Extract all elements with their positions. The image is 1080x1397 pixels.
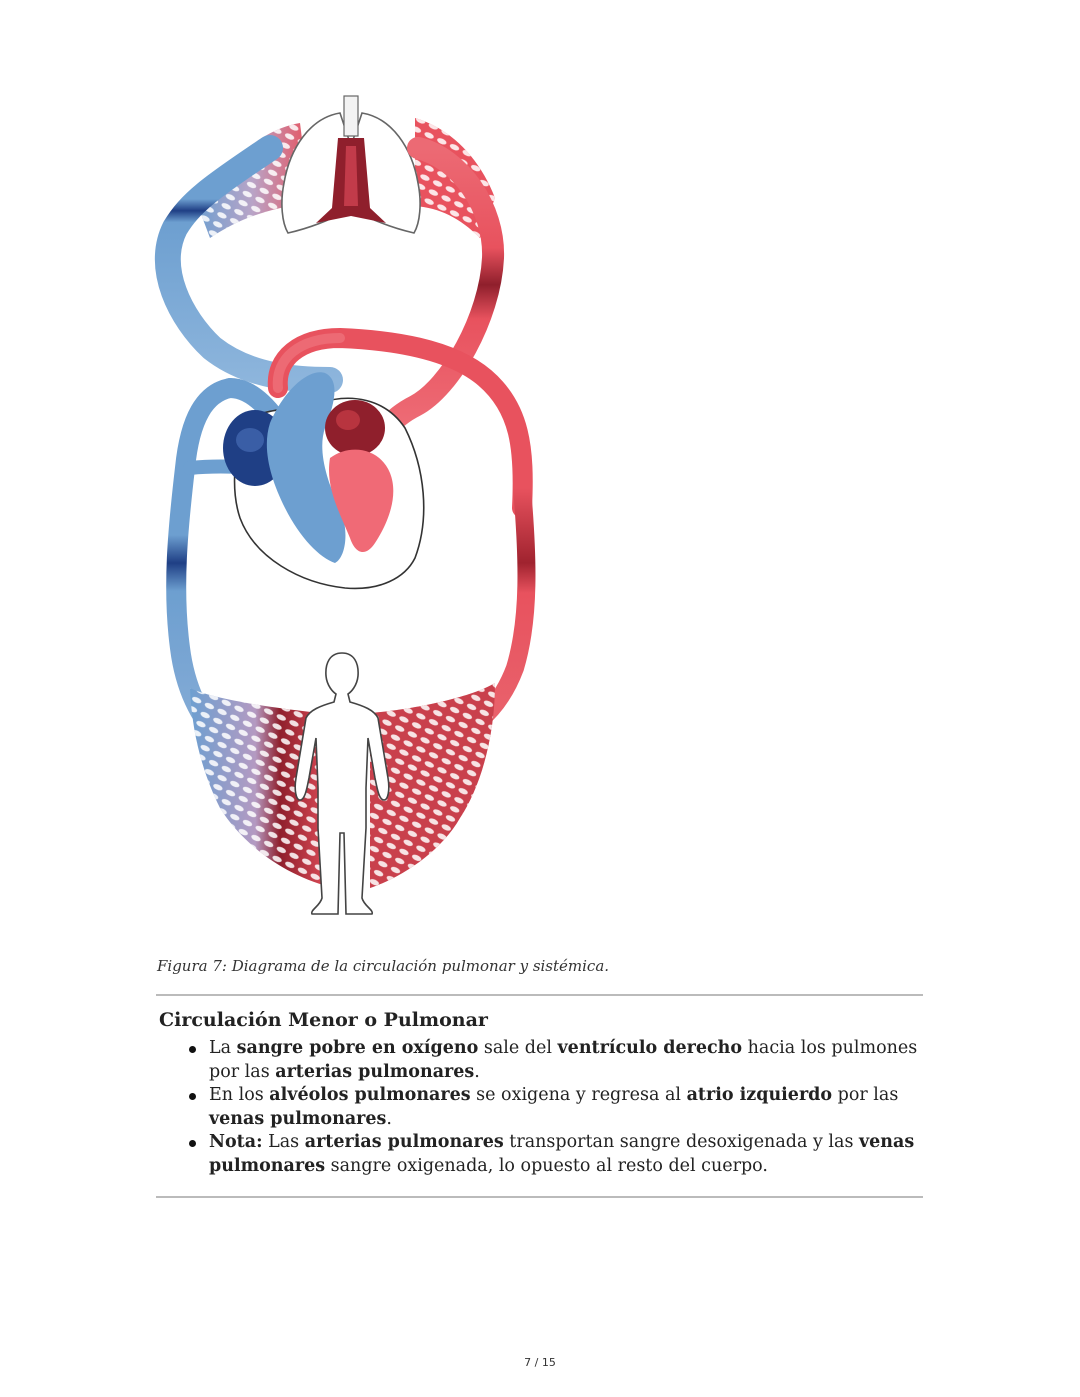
section-title: Circulación Menor o Pulmonar (159, 1009, 488, 1031)
bullet-list: La sangre pobre en oxígeno sale del vent… (189, 1037, 929, 1178)
lungs-illustration (281, 95, 421, 234)
list-item: Nota: Las arterias pulmonares transporta… (189, 1131, 929, 1178)
divider-bottom (156, 1196, 923, 1198)
list-item: La sangre pobre en oxígeno sale del vent… (189, 1037, 929, 1084)
circulation-diagram (150, 88, 540, 923)
list-item: En los alvéolos pulmonares se oxigena y … (189, 1084, 929, 1131)
figure-caption: Figura 7: Diagrama de la circulación pul… (157, 957, 610, 975)
page-indicator: 7 / 15 (524, 1356, 556, 1369)
human-silhouette-illustration (294, 652, 390, 915)
divider-top (156, 994, 923, 996)
heart-illustration (223, 372, 425, 590)
